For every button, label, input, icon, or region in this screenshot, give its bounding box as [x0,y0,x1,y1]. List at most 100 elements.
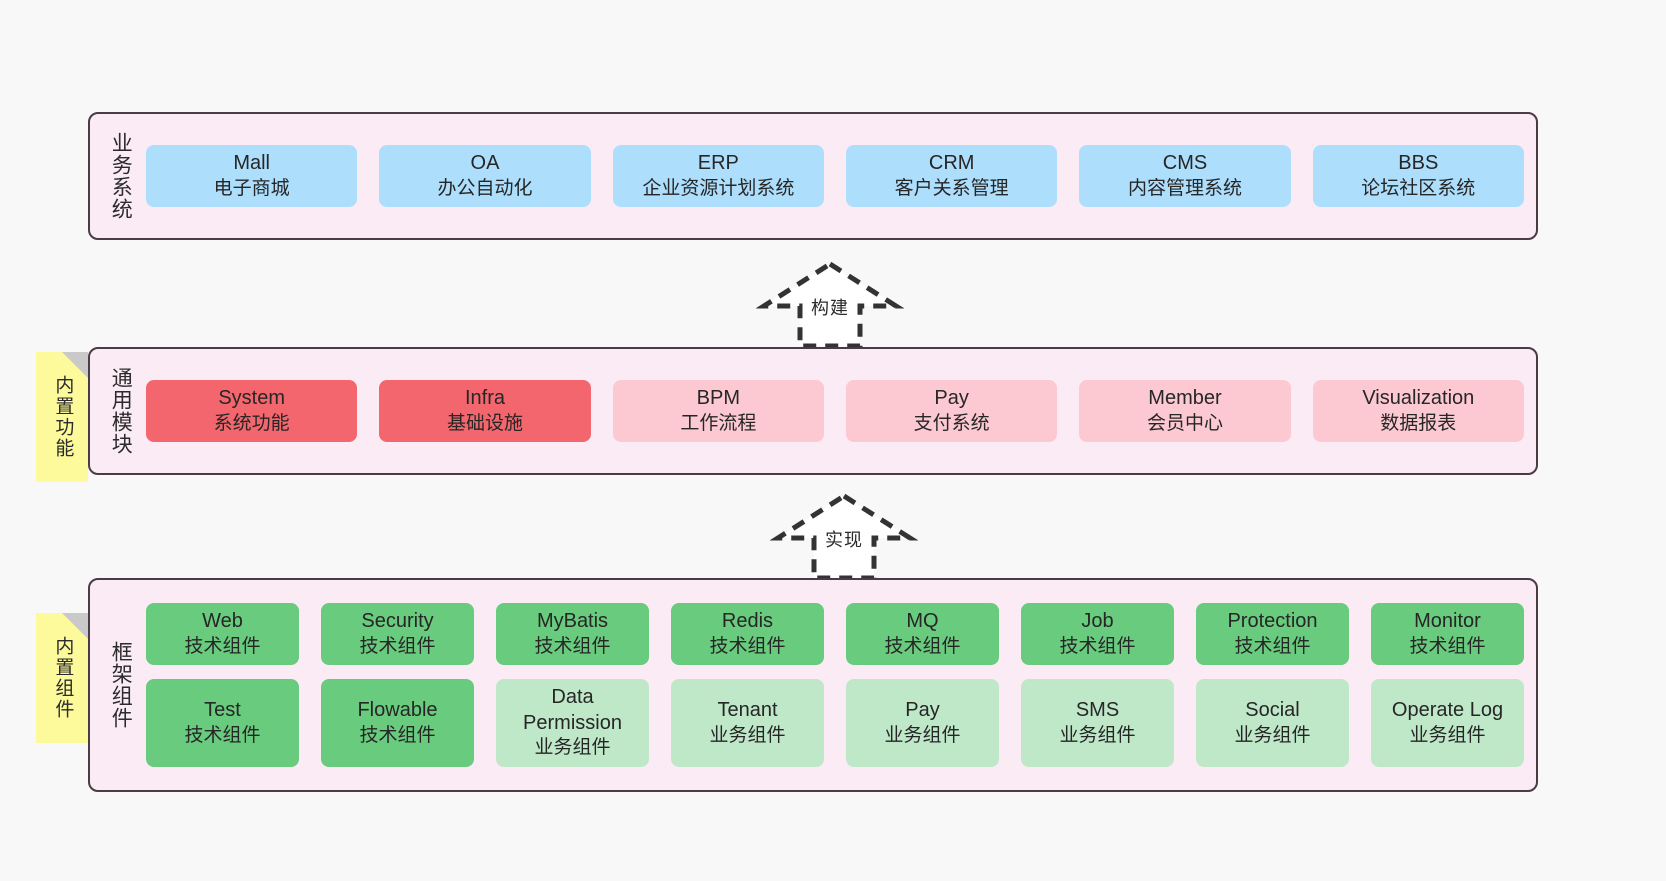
card-subtitle: 企业资源计划系统 [642,177,795,199]
module-card-bpm[interactable]: BPM 工作流程 [612,380,824,442]
card-title: MyBatis [536,610,609,633]
module-card-flowable[interactable]: Flowable 技术组件 [321,679,474,767]
module-card-system[interactable]: System 系统功能 [146,380,358,442]
card-title: BBS [1398,152,1439,175]
card-subtitle: 工作流程 [680,412,757,434]
card-title: Security [361,610,434,633]
arrow-up-dashed-icon [769,493,919,581]
card-title: Job [1081,610,1114,633]
card-title: Monitor [1414,610,1481,633]
sticky-note-label: 内置功能 [52,375,74,459]
module-card-mq[interactable]: MQ 技术组件 [846,603,999,666]
connector-build: 构建 [755,258,905,350]
card-title: Mall [233,152,270,175]
layer-title-common: 通用模块 [109,367,133,455]
card-subtitle: 会员中心 [1146,412,1223,434]
module-card-pay-business[interactable]: Pay 业务组件 [846,679,999,767]
card-subtitle: 技术组件 [359,724,436,746]
connector-label: 实现 [825,530,863,550]
card-subtitle: 论坛社区系统 [1361,177,1476,199]
card-subtitle: 业务组件 [709,724,786,746]
card-subtitle: 基础设施 [446,412,523,434]
card-subtitle: 技术组件 [884,635,961,657]
module-card-operate-log[interactable]: Operate Log 业务组件 [1371,679,1524,767]
layer-title-framework: 框架组件 [109,641,133,729]
card-subtitle: 数据报表 [1380,412,1457,434]
card-subtitle: 电子商城 [213,177,290,199]
module-card-visualization[interactable]: Visualization 数据报表 [1312,380,1524,442]
module-card-redis[interactable]: Redis 技术组件 [671,603,824,666]
layer-title-business: 业务系统 [109,132,133,220]
module-card-member[interactable]: Member 会员中心 [1079,380,1291,442]
card-subtitle: 技术组件 [184,635,261,657]
module-card-protection[interactable]: Protection 技术组件 [1196,603,1349,666]
module-card-bbs[interactable]: BBS 论坛社区系统 [1312,145,1524,207]
card-title: CRM [928,152,975,175]
card-title: CMS [1162,152,1208,175]
module-card-mall[interactable]: Mall 电子商城 [146,145,358,207]
card-title: Test [204,699,241,721]
page-fold-icon [62,352,88,378]
card-title: OA [470,152,500,175]
card-title: Pay [905,699,940,721]
module-card-social[interactable]: Social 业务组件 [1196,679,1349,767]
card-subtitle: 技术组件 [1234,635,1311,657]
module-card-web[interactable]: Web 技术组件 [146,603,299,666]
layer-body-framework: Web 技术组件 Security 技术组件 MyBatis 技术组件 Redi… [146,590,1524,780]
card-title: BPM [696,387,740,410]
card-subtitle: 内容管理系统 [1127,177,1242,199]
module-card-sms[interactable]: SMS 业务组件 [1021,679,1174,767]
module-card-test[interactable]: Test 技术组件 [146,679,299,767]
module-card-monitor[interactable]: Monitor 技术组件 [1371,603,1524,666]
module-card-security[interactable]: Security 技术组件 [321,603,474,666]
card-title: Operate Log [1391,699,1504,721]
arrow-up-dashed-icon [755,261,905,349]
sticky-note-built-in-component: 内置组件 [36,613,88,743]
module-card-erp[interactable]: ERP 企业资源计划系统 [612,145,824,207]
layer-body-business: Mall 电子商城 OA 办公自动化 ERP 企业资源计划系统 CRM 客户关系… [146,124,1524,228]
module-card-mybatis[interactable]: MyBatis 技术组件 [496,603,649,666]
card-title: SMS [1075,699,1120,721]
card-subtitle: 技术组件 [184,724,261,746]
card-title: Web [202,610,243,633]
card-row: Test 技术组件 Flowable 技术组件 Data Permission … [146,679,1524,767]
sticky-note-label: 内置组件 [52,636,74,720]
card-title: Member [1148,387,1222,410]
card-title: Redis [721,610,774,633]
card-title: MQ [906,610,939,633]
card-row: Mall 电子商城 OA 办公自动化 ERP 企业资源计划系统 CRM 客户关系… [146,145,1524,207]
card-title: Protection [1227,610,1318,633]
module-card-cms[interactable]: CMS 内容管理系统 [1079,145,1291,207]
card-title: System [218,387,285,410]
page-fold-icon [62,613,88,639]
card-title: Social [1245,699,1300,721]
layer-business-system: 业务系统 Mall 电子商城 OA 办公自动化 ERP 企业资源计划系统 CRM… [88,112,1538,240]
card-subtitle: 技术组件 [534,635,611,657]
module-card-job[interactable]: Job 技术组件 [1021,603,1174,666]
card-subtitle: 技术组件 [709,635,786,657]
module-card-infra[interactable]: Infra 基础设施 [379,380,591,442]
card-subtitle: 业务组件 [534,737,611,759]
card-subtitle: 客户关系管理 [894,177,1009,199]
card-title: Data Permission [523,686,622,734]
card-title: Visualization [1362,387,1475,410]
card-subtitle: 业务组件 [1234,724,1311,746]
card-subtitle: 系统功能 [213,412,290,434]
card-row: System 系统功能 Infra 基础设施 BPM 工作流程 Pay 支付系统… [146,380,1524,442]
card-title: Pay [934,387,969,410]
card-title: Flowable [357,699,438,721]
card-title: ERP [697,152,739,175]
module-card-oa[interactable]: OA 办公自动化 [379,145,591,207]
card-subtitle: 办公自动化 [437,177,533,199]
module-card-tenant[interactable]: Tenant 业务组件 [671,679,824,767]
module-card-crm[interactable]: CRM 客户关系管理 [845,145,1058,207]
card-subtitle: 技术组件 [359,635,436,657]
card-subtitle: 技术组件 [1409,635,1486,657]
card-subtitle: 业务组件 [1059,724,1136,746]
module-card-data-permission[interactable]: Data Permission 业务组件 [496,679,649,767]
layer-framework-components: 框架组件 Web 技术组件 Security 技术组件 MyBatis 技术组件… [88,578,1538,792]
module-card-pay[interactable]: Pay 支付系统 [845,380,1058,442]
card-subtitle: 技术组件 [1059,635,1136,657]
connector-implement: 实现 [769,490,919,582]
